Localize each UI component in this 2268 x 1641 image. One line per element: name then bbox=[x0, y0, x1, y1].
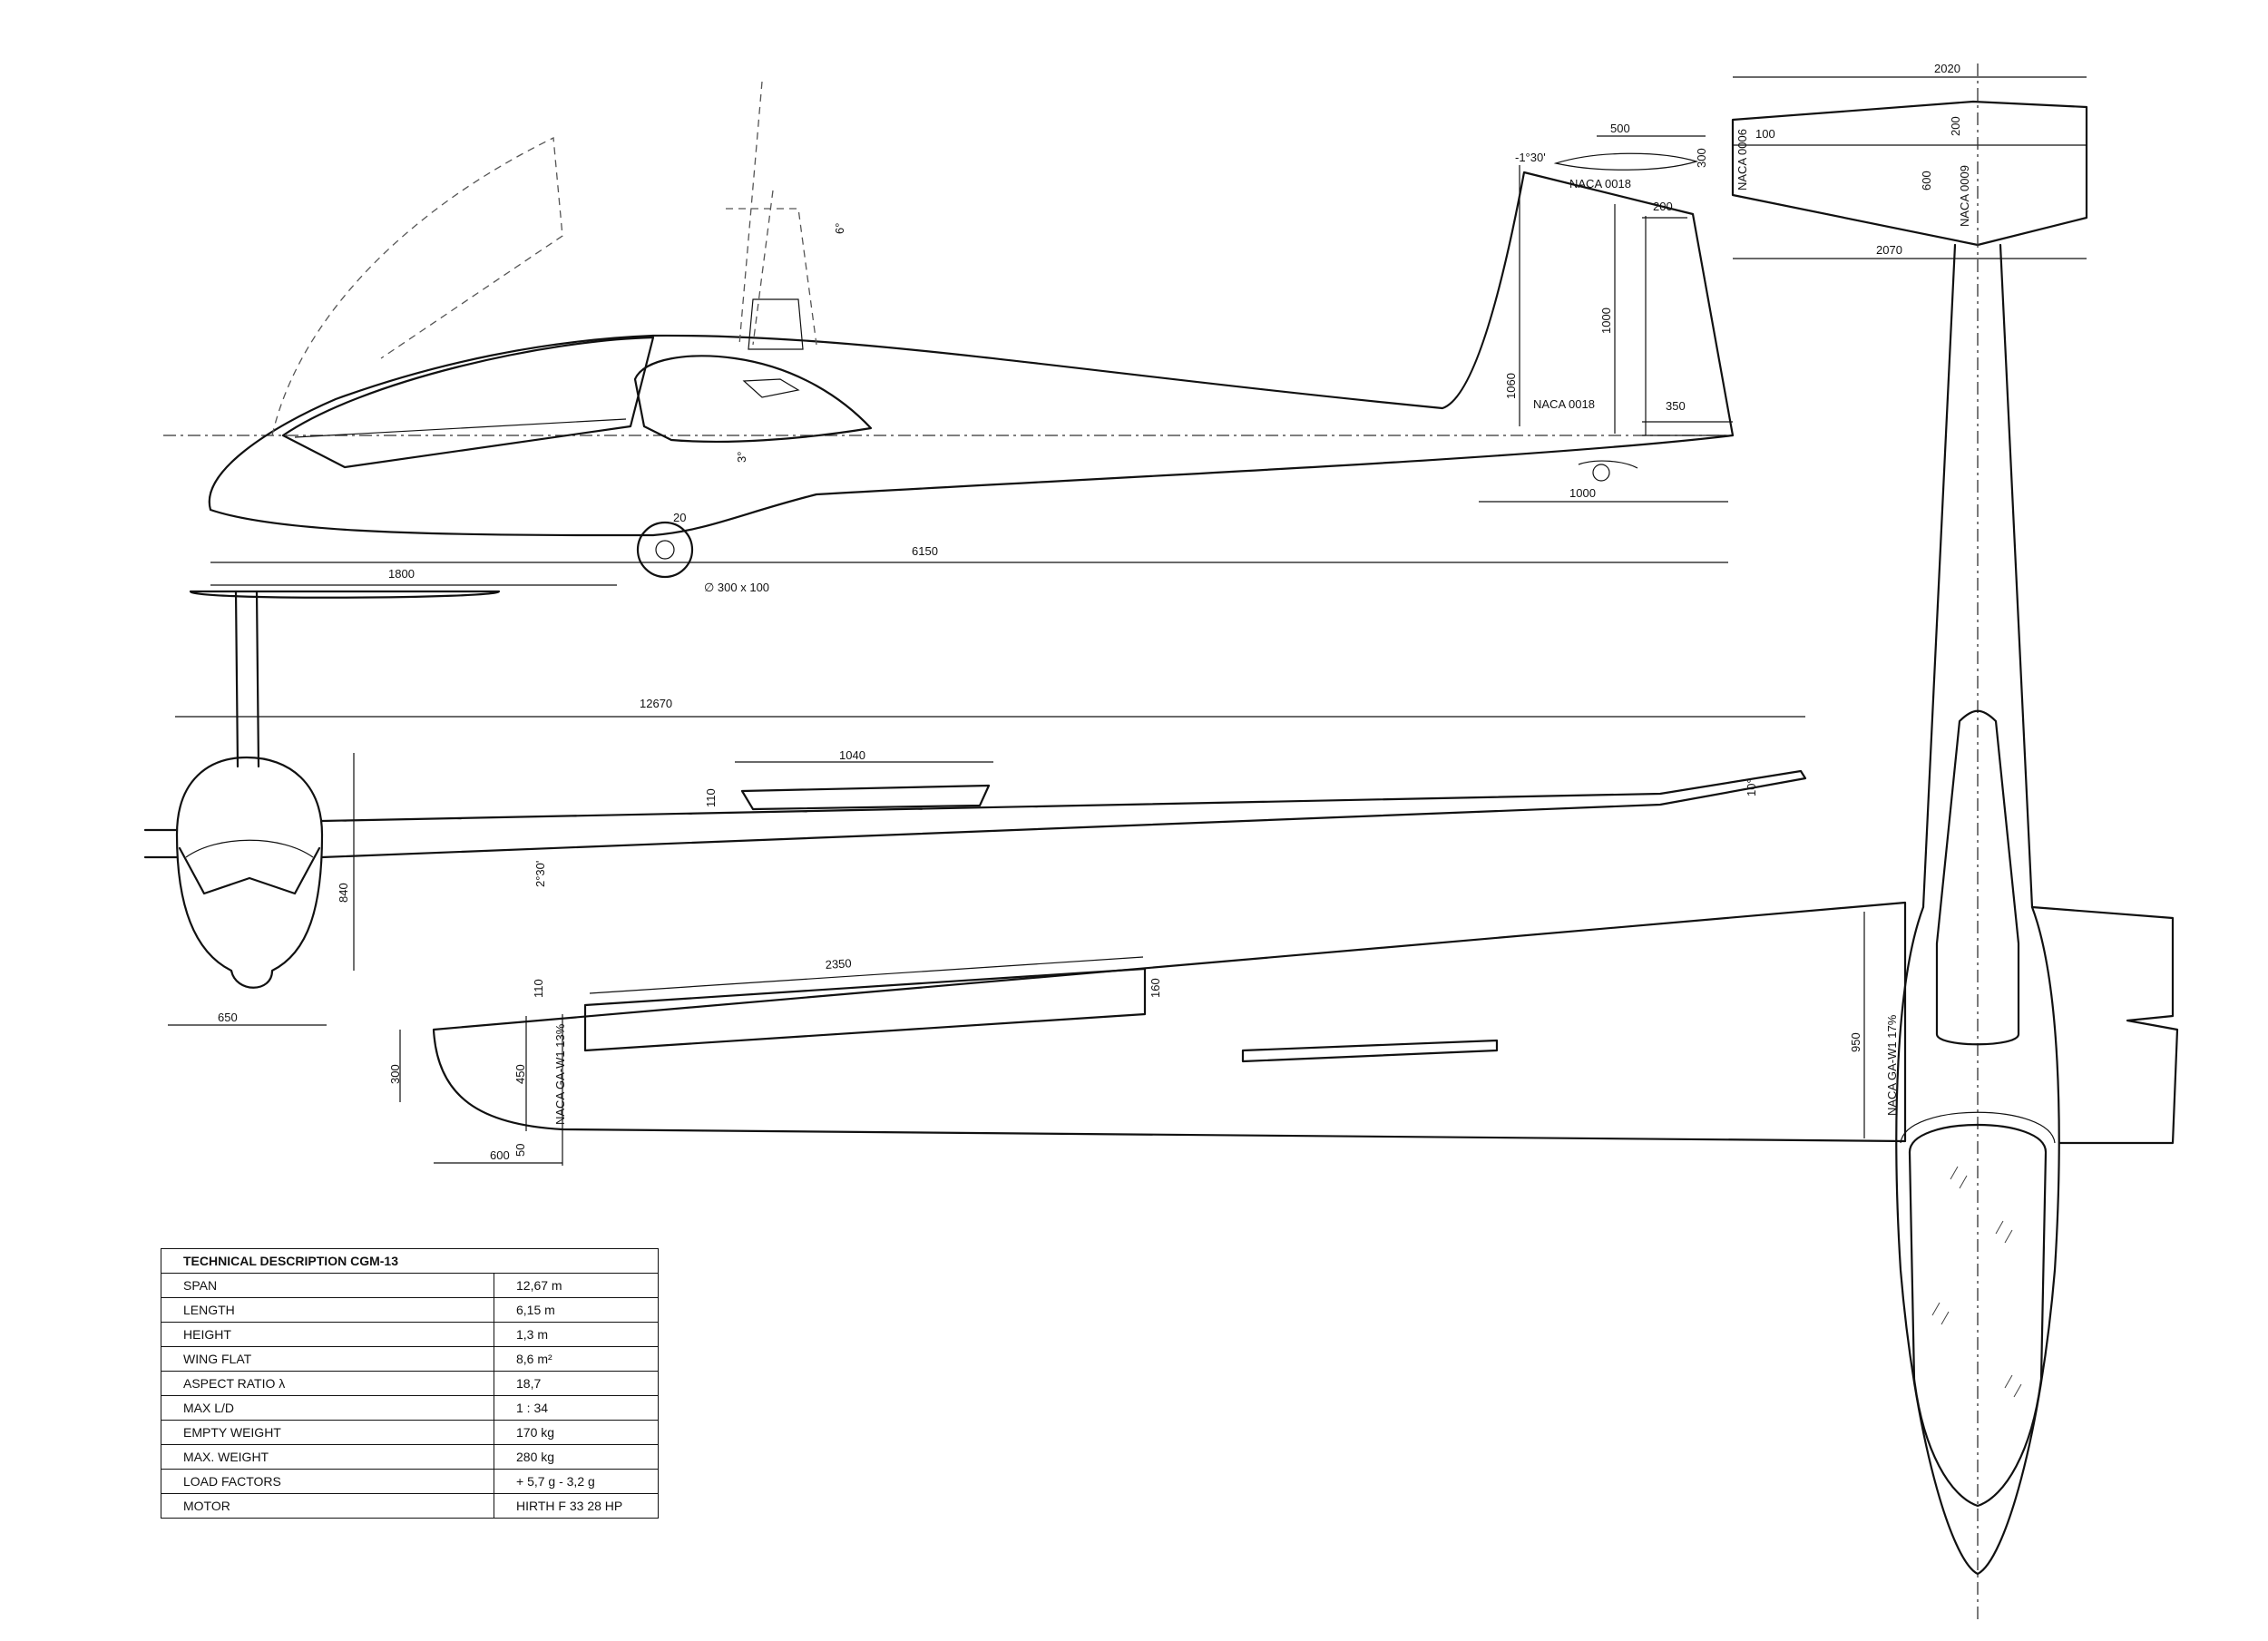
spec-label: HEIGHT bbox=[161, 1322, 494, 1347]
dim-stab-root-chord: 600 bbox=[1920, 171, 1933, 190]
dim-stab-span2: 2070 bbox=[1876, 243, 1902, 257]
spec-label: ASPECT RATIO λ bbox=[161, 1371, 494, 1396]
top-fuselage-boom bbox=[1921, 243, 2034, 909]
spec-value: 18,7 bbox=[494, 1371, 659, 1396]
dim-fin-airfoil-top: NACA 0018 bbox=[1569, 177, 1631, 190]
dim-stab-tip-chord: 100 bbox=[1755, 127, 1775, 141]
side-view: 6° -1°30' 500 300 NACA 0018 200 1000 106… bbox=[163, 81, 1735, 594]
spec-label: EMPTY WEIGHT bbox=[161, 1420, 494, 1445]
dim-nose-to-wheel: 1800 bbox=[388, 567, 415, 581]
top-canopy bbox=[1908, 1123, 2048, 1508]
dim-airbrake-height: 110 bbox=[704, 788, 718, 807]
spec-label: MAX L/D bbox=[161, 1395, 494, 1421]
side-engine-nacelle bbox=[633, 355, 873, 444]
dim-aileron-chord: 160 bbox=[1149, 978, 1162, 998]
dim-rudder-chord: 350 bbox=[1666, 399, 1686, 413]
dim-dihedral: 2°30' bbox=[533, 861, 547, 887]
dim-aileron-length: 2350 bbox=[825, 956, 852, 972]
dim-wheel-size: ∅ 300 x 100 bbox=[704, 581, 769, 594]
spec-value: HIRTH F 33 28 HP bbox=[494, 1493, 659, 1519]
top-fuselage-body bbox=[1895, 905, 2060, 1576]
side-tail-wheel bbox=[1592, 464, 1610, 482]
dim-wing-tip-length: 600 bbox=[490, 1148, 510, 1162]
dim-fin-height-top: 300 bbox=[1695, 148, 1708, 168]
dim-fuselage-height: 840 bbox=[337, 883, 350, 903]
spec-value: 12,67 m bbox=[494, 1273, 659, 1298]
spec-value: 1 : 34 bbox=[494, 1395, 659, 1421]
dim-fin-height-total: 1060 bbox=[1504, 373, 1518, 399]
spec-label: LENGTH bbox=[161, 1297, 494, 1323]
dim-wingspan: 12670 bbox=[640, 697, 672, 710]
spec-label: SPAN bbox=[161, 1273, 494, 1298]
dim-stab-airfoil-root: NACA 0009 bbox=[1958, 165, 1971, 227]
dim-engine-angle: 3° bbox=[735, 452, 748, 463]
front-fuselage bbox=[175, 756, 324, 989]
dim-fin-inset: 200 bbox=[1653, 200, 1673, 213]
side-fuselage bbox=[208, 171, 1735, 537]
dim-length-total: 6150 bbox=[912, 544, 938, 558]
dim-wing-root-airfoil: NACA GA-W1 17% bbox=[1885, 1014, 1899, 1116]
dim-fin-root-length: 1000 bbox=[1569, 486, 1596, 500]
spec-label: WING FLAT bbox=[161, 1346, 494, 1372]
dim-wing-root-chord: 950 bbox=[1849, 1032, 1862, 1052]
wing-outline bbox=[432, 901, 1907, 1143]
dim-stab-tip-chord2: 200 bbox=[1949, 116, 1962, 136]
front-canopy bbox=[178, 846, 321, 895]
spec-value: 170 kg bbox=[494, 1420, 659, 1445]
front-airbrake bbox=[740, 784, 991, 811]
dim-fin-chord-top: 500 bbox=[1610, 122, 1630, 135]
dim-tip-angle: 10° bbox=[1745, 778, 1758, 796]
dim-airbrake-length: 1040 bbox=[839, 748, 865, 762]
table-title: TECHNICAL DESCRIPTION CGM-13 bbox=[161, 1248, 659, 1274]
spec-label: MAX. WEIGHT bbox=[161, 1444, 494, 1470]
spec-value: 280 kg bbox=[494, 1444, 659, 1470]
dim-canopy-tilt: 6° bbox=[833, 223, 846, 234]
dim-fin-airfoil-root: NACA 0018 bbox=[1533, 397, 1595, 411]
spec-label: MOTOR bbox=[161, 1493, 494, 1519]
dim-wing-tip-airfoil: NACA GA-W1 13% bbox=[553, 1023, 567, 1125]
spec-value: 1,3 m bbox=[494, 1322, 659, 1347]
stabilizer-top-view: 2020 100 200 NACA 0006 600 NACA 0009 207… bbox=[1731, 62, 2088, 1624]
side-canopy bbox=[281, 336, 655, 469]
table-row: LOAD FACTORS+ 5,7 g - 3,2 g bbox=[161, 1469, 659, 1494]
dim-fin-sweep: -1°30' bbox=[1515, 151, 1546, 164]
spec-value: + 5,7 g - 3,2 g bbox=[494, 1469, 659, 1494]
dim-aileron-inner: 110 bbox=[532, 979, 545, 998]
front-wing bbox=[320, 769, 1807, 859]
wing-planform: 2350 160 110 300 450 NACA GA-W1 13% 50 6… bbox=[388, 901, 1907, 1166]
spec-label: LOAD FACTORS bbox=[161, 1469, 494, 1494]
spec-value: 6,15 m bbox=[494, 1297, 659, 1323]
front-fin bbox=[189, 590, 501, 599]
side-engine-mast bbox=[726, 81, 817, 346]
dim-fuselage-width: 650 bbox=[218, 1011, 238, 1024]
dim-stab-span: 2020 bbox=[1934, 62, 1960, 75]
dim-wing-tip-offset: 50 bbox=[513, 1144, 527, 1157]
side-canopy-open bbox=[271, 137, 563, 436]
stabilizer-outline bbox=[1731, 100, 2088, 247]
dim-wing-tip-chord: 300 bbox=[388, 1064, 402, 1084]
top-wing-root bbox=[2030, 905, 2179, 1145]
dim-stab-airfoil-tip: NACA 0006 bbox=[1735, 129, 1749, 190]
top-engine-bay bbox=[1935, 709, 2020, 1046]
top-view bbox=[1895, 243, 2179, 1576]
dim-wheel-offset: 20 bbox=[673, 511, 686, 524]
dim-wing-tip-section: 450 bbox=[513, 1064, 527, 1084]
dim-fin-span: 1000 bbox=[1599, 308, 1613, 334]
front-view: 12670 1040 110 10° 2°30' 840 650 bbox=[143, 590, 1807, 1026]
aileron bbox=[583, 967, 1147, 1052]
flap-strip bbox=[1241, 1039, 1499, 1063]
spec-value: 8,6 m² bbox=[494, 1346, 659, 1372]
side-main-wheel bbox=[636, 521, 694, 579]
